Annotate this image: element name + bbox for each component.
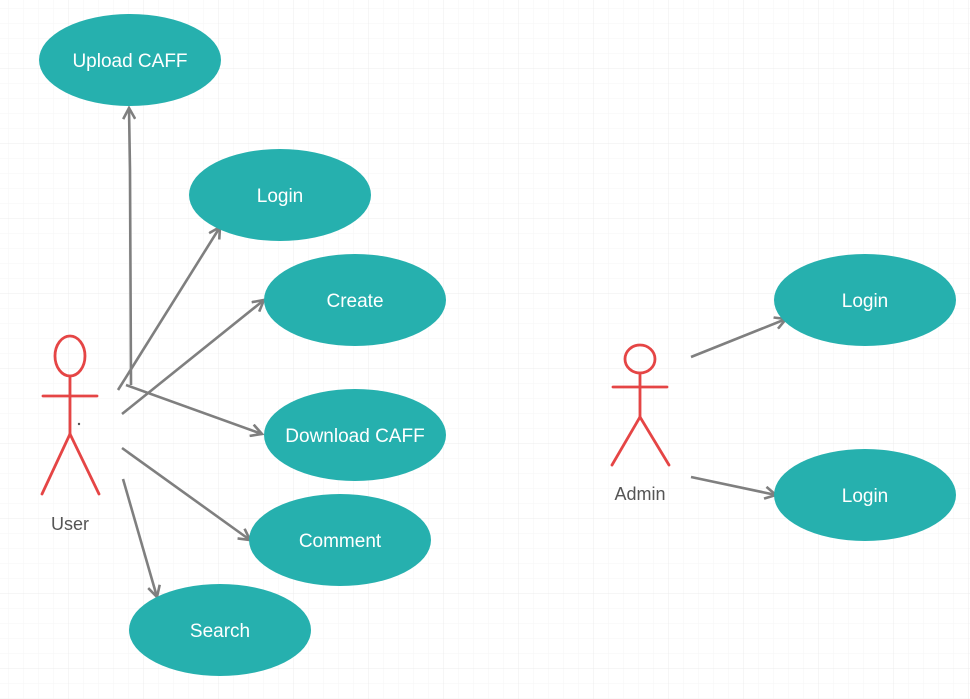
- use-case-label: Comment: [299, 531, 382, 552]
- use-case-comment[interactable]: Comment: [249, 494, 431, 586]
- stick-figure-icon: [610, 343, 671, 467]
- association-user-upload-caff[interactable]: [129, 108, 131, 386]
- association-user-login[interactable]: [116, 227, 220, 391]
- use-case-admin-login-1[interactable]: Login: [774, 254, 956, 346]
- use-case-label: Login: [842, 291, 889, 312]
- actor-admin[interactable]: Admin: [610, 343, 671, 504]
- use-case-shape: [129, 584, 311, 676]
- stick-figure-icon: [40, 334, 101, 496]
- use-case-search[interactable]: Search: [129, 584, 311, 676]
- use-case-shape: [39, 14, 221, 106]
- actor-user[interactable]: User: [40, 334, 101, 534]
- association-user-search[interactable]: [121, 478, 157, 597]
- use-case-admin-login-2[interactable]: Login: [774, 449, 956, 541]
- use-case-shape: [249, 494, 431, 586]
- use-case-upload-caff[interactable]: Upload CAFF: [39, 14, 221, 106]
- use-case-user-login[interactable]: Login: [189, 149, 371, 241]
- use-case-shape: [264, 389, 446, 481]
- association-user-download-caff[interactable]: [125, 383, 262, 434]
- use-case-label: Login: [842, 486, 889, 507]
- association-admin-login-1[interactable]: [690, 319, 786, 359]
- actor-label: Admin: [614, 484, 665, 504]
- use-case-label: Download CAFF: [285, 426, 424, 447]
- use-case-shape: [774, 449, 956, 541]
- association-user-comment[interactable]: [121, 446, 250, 540]
- use-case-label: Create: [326, 291, 383, 312]
- use-case-label: Upload CAFF: [72, 51, 187, 72]
- association-admin-login-2[interactable]: [690, 475, 776, 495]
- use-case-download-caff[interactable]: Download CAFF: [264, 389, 446, 481]
- use-case-label: Search: [190, 621, 250, 642]
- dot-mark: [77, 422, 81, 426]
- use-case-shape: [264, 254, 446, 346]
- use-case-shape: [189, 149, 371, 241]
- association-user-create[interactable]: [121, 300, 264, 416]
- use-case-shape: [774, 254, 956, 346]
- associations: [116, 108, 786, 597]
- use-case-label: Login: [257, 186, 304, 207]
- use-case-create[interactable]: Create: [264, 254, 446, 346]
- actor-label: User: [51, 514, 89, 534]
